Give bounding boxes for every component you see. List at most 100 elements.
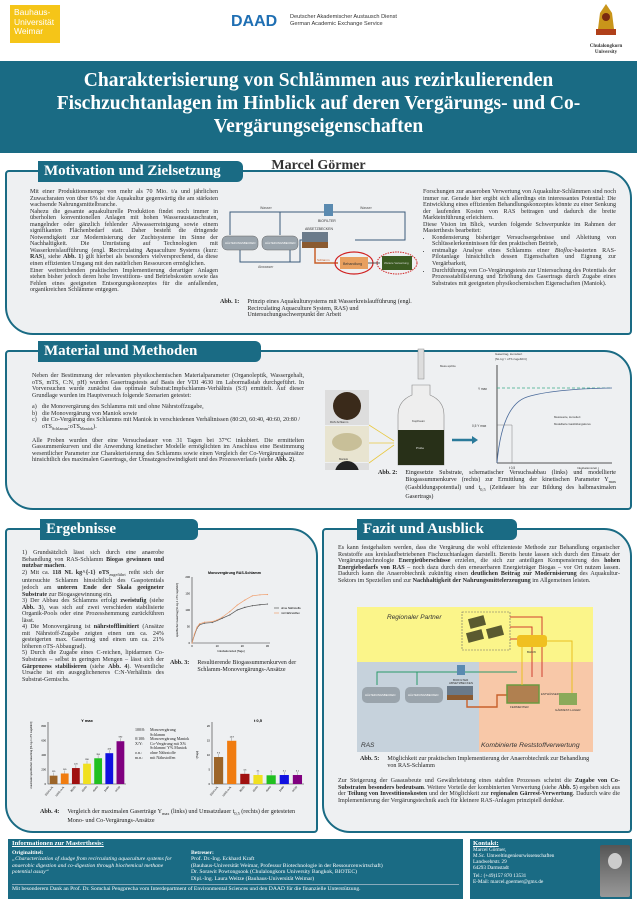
- section-heading-methods: Material und Methoden: [38, 341, 261, 362]
- y-tick-label: 15: [207, 739, 211, 743]
- label-abwasser: Abwasser: [258, 265, 274, 269]
- bar: [227, 740, 237, 784]
- data-point: [203, 622, 206, 624]
- data-label: 220: [74, 764, 78, 766]
- x-tick-label: 100/0 m.N.: [54, 785, 65, 798]
- original-title-label: Originaltitel:: [12, 849, 44, 856]
- y-axis-label: spezifischer Gasertrag [NL kg-1 oTS zuge…: [175, 583, 179, 637]
- caption-text: Prinzip eines Aquakultursystems mit Wass…: [247, 299, 412, 319]
- data-point: [259, 594, 261, 596]
- x-tick-label: 0: [191, 644, 193, 648]
- series-line: [191, 603, 268, 644]
- section-heading-motivation: Motivation und Zielsetzung: [38, 161, 243, 182]
- label-sample: Probe: [416, 446, 424, 450]
- chulalongkorn-crest-icon: [596, 4, 616, 35]
- biofilter-icon: [457, 665, 465, 675]
- list-item: 2) Mit ca. 118 NL kg^{-1} oTSzugeführt r…: [22, 569, 164, 598]
- methods-text: Neben der Bestimmung der relevanten phys…: [32, 373, 304, 464]
- bar: [266, 775, 276, 784]
- figure-caption-abb1: Abb. 1:Prinzip eines Aquakultursystems m…: [220, 299, 418, 319]
- motivation-left-text: Mit einer Produktionsmenge von mehr als …: [30, 189, 218, 294]
- label-tank-2: HÄLTERUNGSBECKEN: [408, 693, 438, 697]
- caption-label: Abb. 3:: [170, 660, 190, 666]
- fermenter-icon: [506, 684, 540, 704]
- supervisor: Dr. Sorawit Powtongsook (Chulalongkorn U…: [191, 869, 357, 876]
- utilization-box: [382, 256, 412, 270]
- data-point: [193, 633, 196, 635]
- label-wasser: Wasser: [260, 206, 273, 210]
- chart-title: Y max: [81, 718, 93, 723]
- data-point: [251, 595, 253, 597]
- y-tick-label: 100: [185, 608, 190, 612]
- legend-value: Co-Vergärung mit X% Schlamm/ Y% Maniok: [150, 740, 187, 751]
- data-label: 3: [271, 771, 273, 773]
- author-photo: [600, 845, 630, 897]
- legend-entry: X/Y: Co-Vergärung mit X% Schlamm/ Y% Mani…: [135, 740, 191, 751]
- data-point: [266, 603, 269, 605]
- data-point: [266, 593, 269, 596]
- contact-email[interactable]: E-Mail: marcel.goermer@gmx.de: [473, 879, 544, 885]
- series-line: [191, 594, 268, 644]
- label-dewatering: ENTWÄSSERUNG: [541, 692, 565, 696]
- section-heading-conclusion: Fazit und Ausblick: [357, 519, 517, 540]
- data-label: 9.3: [217, 753, 221, 755]
- caption-label: Abb. 4:: [40, 809, 60, 815]
- biofilter-icon: [324, 204, 333, 216]
- x-tick-label: 40/60: [92, 785, 100, 793]
- y-axis-label: t [Tage]: [195, 750, 199, 759]
- chulalongkorn-logo: Chulalongkorn University: [585, 3, 627, 55]
- label-verwertung: Weitere Verwertung: [384, 261, 409, 265]
- caption-label: Abb. 5:: [360, 756, 380, 762]
- label-t05: t 0,5: [509, 466, 515, 470]
- x-tick-label: 100/0 o.N.: [209, 785, 220, 797]
- label-absetzbecken: ABSETZBECKEN: [449, 681, 473, 685]
- y-axis-label: maximaler spezifischer Gasertrag [NL kg-…: [29, 721, 33, 788]
- x-tick-label: 60/40: [81, 785, 89, 793]
- data-label: 3.1: [283, 771, 287, 773]
- label-ras-sludge: RAS-Schlamm: [330, 420, 349, 424]
- y-tick-label: 0: [188, 641, 190, 645]
- x-tick-label: 60/40: [252, 785, 260, 793]
- contact-degree: M.Sc. Umweltingenieurwissenschaften: [473, 853, 555, 859]
- legend-value: mit Nährstoffen: [150, 754, 176, 760]
- x-tick-label: 80/20: [69, 785, 77, 793]
- label-schlamm: Schlamm: [317, 258, 330, 262]
- label-tank: HÄLTERUNGSBECKEN: [365, 693, 395, 697]
- list-item: b)die Monovergärung von Maniok sowie: [32, 411, 304, 418]
- results-list: 1) Grundsätzlich lässt sich durch eine a…: [22, 550, 164, 683]
- label-behandlung: Behandlung: [343, 262, 362, 266]
- item-text: Der Abbau des Schlamms erfolgt zweistufi…: [22, 598, 164, 624]
- data-label: 115: [52, 771, 56, 773]
- list-item: 4) Die Monovergärung ist nährstofflimiti…: [22, 624, 164, 650]
- data-label: 3.1: [296, 771, 300, 773]
- label-y-axis: Gasertrag, kumuliert: [495, 352, 522, 356]
- figure-implementation: Regionaler Partner BIOFILTER HÄLTERUNGSB…: [357, 607, 593, 752]
- original-title: „Characterization of sludge from recircu…: [12, 856, 172, 876]
- data-point: [211, 621, 213, 624]
- y-tick-label: 400: [41, 753, 46, 757]
- label-x-axis: Inkubationszeit t: [577, 466, 599, 470]
- thesis-info-heading: Informationen zur Masterthesis:: [12, 840, 104, 847]
- data-label: 425: [107, 749, 111, 751]
- poster-title: Charakterisierung von Schlämmen aus rezi…: [0, 61, 637, 153]
- x-tick-label: 0/100: [114, 785, 122, 793]
- bar: [49, 775, 58, 784]
- legend-key: X/Y:: [135, 740, 143, 746]
- digestate-storage-icon: [559, 693, 577, 705]
- model-curve: [496, 387, 613, 464]
- item-text: Mit ca. 118 NL kg^{-1} oTSzugeführt reih…: [22, 569, 164, 598]
- title-text: Charakterisierung von Schlämmen aus rezi…: [56, 70, 581, 137]
- y-tick-label: 200: [41, 768, 46, 772]
- item-key: b): [32, 410, 38, 417]
- item-text: die Co-Vergärung des Schlamms mit Maniok…: [41, 417, 301, 432]
- label-digestate-storage: GÄRREST-LAGER: [555, 708, 581, 712]
- y-tick-label: 50: [187, 625, 191, 629]
- item-text: die Monovergärung des Schlamms mit und o…: [41, 404, 204, 411]
- label-ymax: Y max: [478, 387, 487, 391]
- figure-caption-abb2: Abb. 2:Eingesetzte Substrate, schematisc…: [378, 470, 616, 501]
- paragraph: Zur Steigerung der Gasausbeute und Gewäh…: [338, 778, 621, 804]
- list-item: 1) Grundsätzlich lässt sich durch eine a…: [22, 550, 165, 570]
